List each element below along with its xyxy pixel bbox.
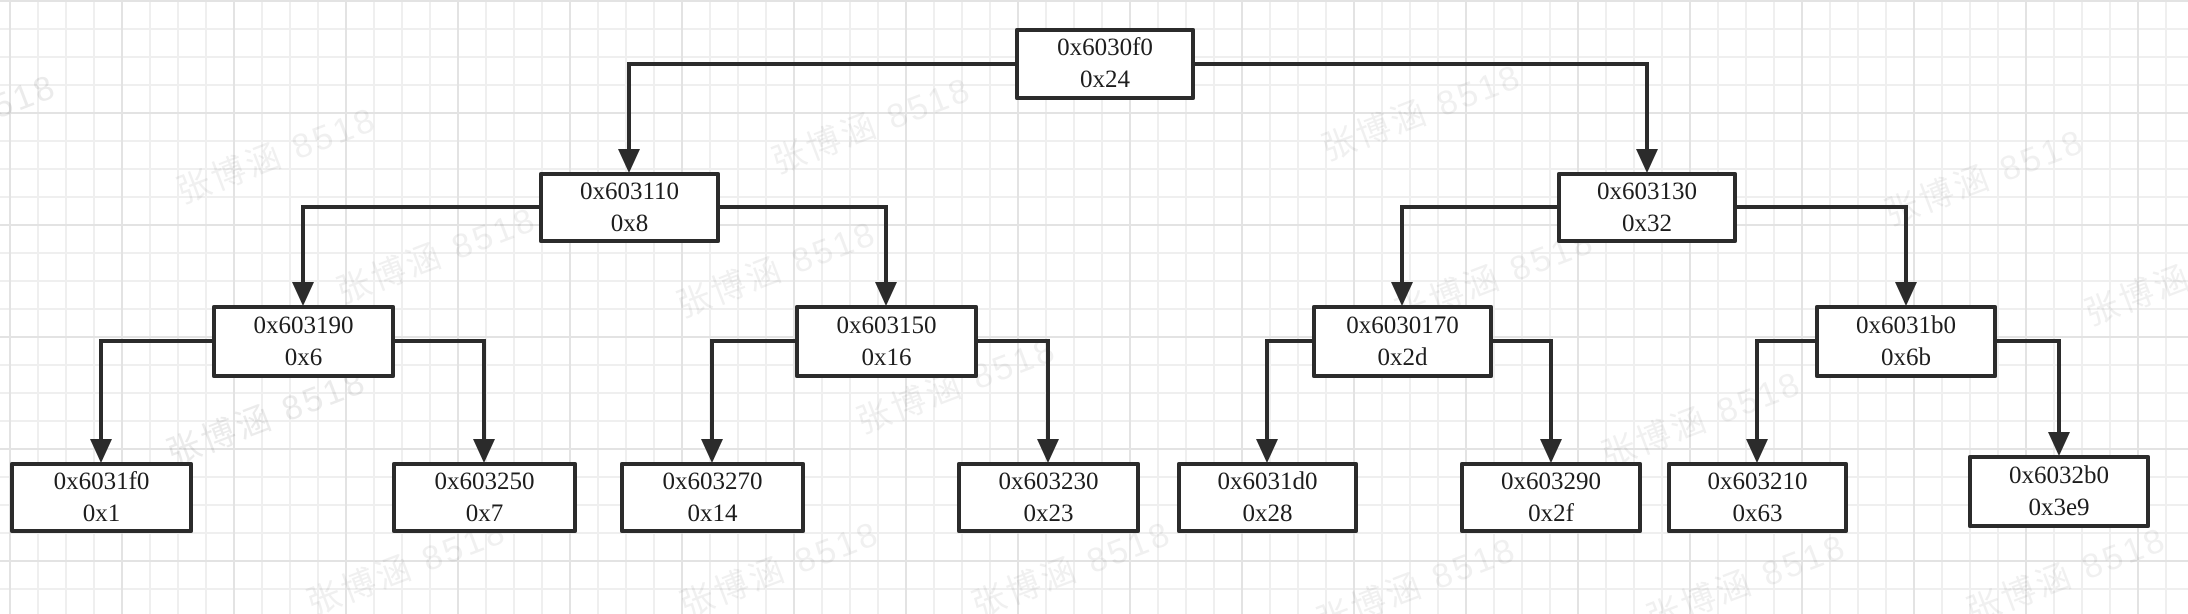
- tree-node-0x603130[interactable]: 0x603130 0x32: [1557, 172, 1737, 243]
- watermark-text: 张博涵 8518: [2079, 222, 2188, 334]
- node-address: 0x603210: [1707, 467, 1808, 495]
- tree-node-0x6031f0[interactable]: 0x6031f0 0x1: [10, 462, 193, 533]
- tree-node-0x603230[interactable]: 0x603230 0x23: [957, 462, 1140, 533]
- watermark-text: 张博涵 8518: [766, 70, 978, 182]
- tree-node-0x603190[interactable]: 0x603190 0x6: [212, 305, 395, 378]
- tree-node-0x603150[interactable]: 0x603150 0x16: [795, 305, 978, 378]
- node-value: 0x32: [1622, 209, 1672, 237]
- tree-node-0x603270[interactable]: 0x603270 0x14: [620, 462, 805, 533]
- edge-l2b-right: [1737, 205, 1917, 306]
- edge-l3c-right: [1493, 339, 1562, 463]
- node-value: 0x23: [1023, 499, 1074, 527]
- tree-node-0x6031b0[interactable]: 0x6031b0 0x6b: [1815, 305, 1997, 378]
- edge-l3b-left: [701, 339, 795, 463]
- tree-node-0x6031d0[interactable]: 0x6031d0 0x28: [1177, 462, 1358, 533]
- watermark-text: 张博涵 8518: [1596, 364, 1808, 476]
- tree-node-0x6030170[interactable]: 0x6030170 0x2d: [1312, 305, 1493, 378]
- node-address: 0x6031b0: [1856, 311, 1956, 339]
- node-value: 0x7: [465, 499, 504, 527]
- node-address: 0x603250: [434, 467, 535, 495]
- tree-node-0x603110[interactable]: 0x603110 0x8: [539, 172, 720, 243]
- watermark-text: 张博涵 8518: [1879, 122, 2091, 234]
- watermark-text: 张博涵 8518: [171, 100, 383, 212]
- node-address: 0x603230: [998, 467, 1099, 495]
- edge-l3d-right: [1997, 339, 2070, 456]
- node-address: 0x603150: [836, 311, 937, 339]
- tree-node-0x603250[interactable]: 0x603250 0x7: [392, 462, 577, 533]
- node-address: 0x6032b0: [2009, 461, 2109, 489]
- tree-node-0x603210[interactable]: 0x603210 0x63: [1667, 462, 1848, 533]
- node-value: 0x28: [1242, 499, 1293, 527]
- node-address: 0x6030f0: [1057, 34, 1153, 61]
- node-address: 0x603110: [579, 177, 680, 205]
- watermark-text: 张博涵 8518: [0, 67, 63, 178]
- tree-node-0x6032b0[interactable]: 0x6032b0 0x3e9: [1968, 455, 2150, 528]
- node-value: 0x6: [284, 343, 323, 371]
- node-address: 0x6030170: [1346, 311, 1459, 339]
- node-value: 0x2d: [1377, 343, 1428, 371]
- node-value: 0x63: [1732, 499, 1783, 527]
- node-value: 0x14: [687, 499, 738, 527]
- watermark-text: 张博涵 8518: [1641, 527, 1853, 614]
- node-address: 0x603270: [662, 467, 763, 495]
- node-value: 0x16: [861, 343, 912, 371]
- node-value: 0x24: [1080, 66, 1130, 93]
- node-address: 0x603290: [1501, 467, 1601, 495]
- edge-l3a-right: [395, 339, 495, 463]
- node-address: 0x603130: [1597, 177, 1697, 205]
- tree-node-0x6030f0[interactable]: 0x6030f0 0x24: [1015, 28, 1195, 100]
- node-address: 0x6031f0: [53, 467, 150, 495]
- watermark-text: 张博涵 8518: [1316, 57, 1528, 169]
- node-value: 0x3e9: [2028, 493, 2090, 521]
- watermark-text: 张博涵 8518: [331, 200, 543, 312]
- node-value: 0x2f: [1528, 499, 1574, 527]
- node-address: 0x603190: [253, 311, 354, 339]
- edge-l3c-left: [1256, 339, 1312, 463]
- node-value: 0x1: [82, 499, 121, 527]
- node-value: 0x8: [610, 209, 649, 237]
- node-value: 0x6b: [1881, 343, 1931, 371]
- node-address: 0x6031d0: [1217, 467, 1318, 495]
- tree-node-0x603290[interactable]: 0x603290 0x2f: [1460, 462, 1642, 533]
- watermark-text: 张博涵 8518: [1311, 530, 1523, 614]
